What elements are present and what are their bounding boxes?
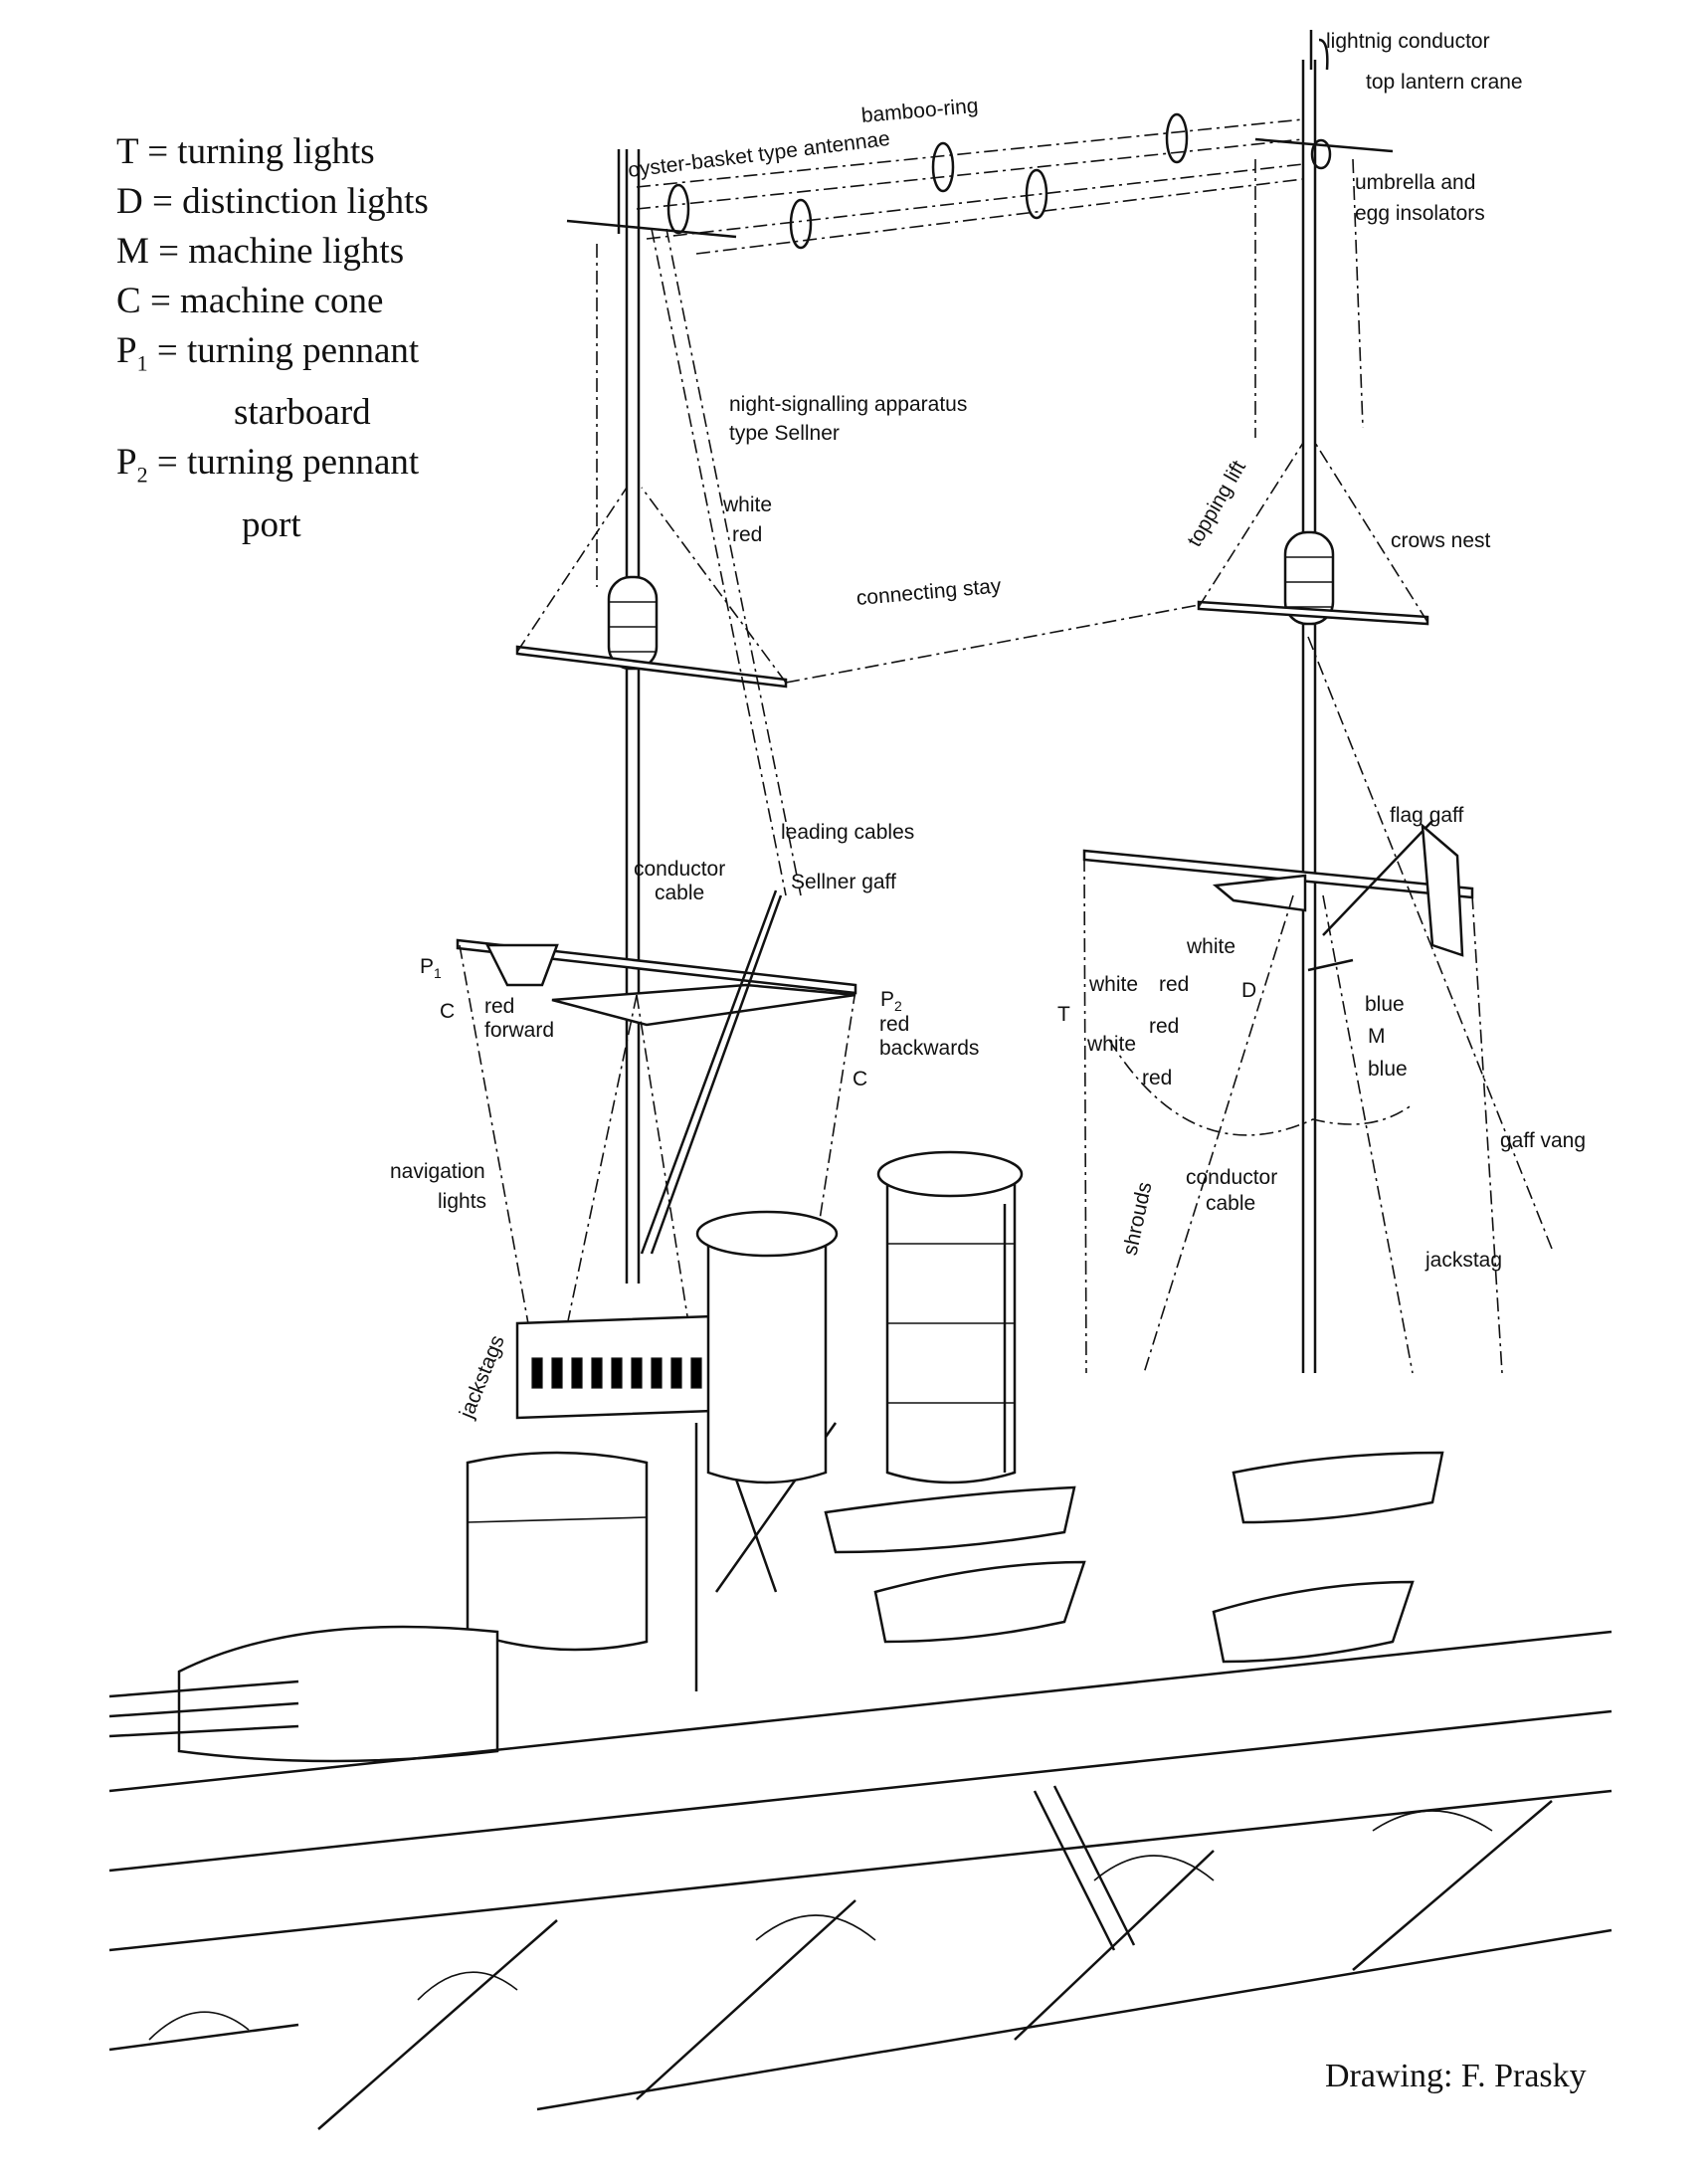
label-red-fore: red (732, 523, 763, 546)
legend-item-c: C = machine cone (116, 281, 384, 321)
label-conductor-cable-aft-2: cable (1206, 1192, 1256, 1215)
legend-item-t: T = turning lights (116, 131, 375, 172)
label-p1: P1 (420, 955, 442, 982)
label-conductor-cable-fore-2: cable (655, 882, 705, 904)
label-d: D (1241, 979, 1257, 1002)
legend-item-p2: P2 = turning pennant (116, 442, 420, 488)
label-red-backwards-1: red (879, 1013, 910, 1036)
label-t-red-1: red (1159, 973, 1190, 996)
legend: T = turning lights D = distinction light… (116, 127, 429, 550)
label-sellner-gaff: Sellner gaff (791, 871, 896, 893)
legend-item-p2-cont: port (242, 503, 301, 545)
label-t-white-1: white (1089, 973, 1139, 996)
turret (108, 1625, 499, 1763)
antennae (636, 112, 1332, 255)
label-red-forward-2: forward (484, 1019, 555, 1042)
label-t-red-2: red (1149, 1015, 1180, 1038)
label-navigation-lights-2: lights (438, 1190, 487, 1213)
label-umbrella-2: egg insolators (1355, 202, 1485, 225)
drawing-credit: Drawing: F. Prasky (1325, 2058, 1587, 2094)
label-red-forward-1: red (484, 995, 515, 1018)
label-jackstag: jackstag (1425, 1249, 1503, 1272)
legend-item-m: M = machine lights (116, 231, 405, 272)
label-conductor-cable-fore-1: conductor (634, 858, 726, 881)
label-lightning-conductor: lightnig conductor (1326, 30, 1490, 53)
label-t-red-3: red (1142, 1067, 1173, 1089)
label-p2: P2 (880, 988, 902, 1015)
label-crows-nest: crows nest (1391, 529, 1491, 552)
label-navigation-lights-1: navigation (390, 1160, 485, 1183)
boats (824, 1451, 1444, 1664)
label-leading-cables: leading cables (781, 821, 915, 844)
legend-item-p1-cont: starboard (234, 392, 371, 434)
label-c-aft: C (853, 1068, 868, 1090)
label-m-blue-1: blue (1365, 993, 1405, 1016)
label-white-fore: white (723, 494, 773, 516)
hull (108, 1630, 1613, 2130)
label-m-blue-2: blue (1368, 1058, 1408, 1081)
fore-mast (456, 149, 857, 1284)
legend-item-p1: P1 = turning pennant (116, 330, 420, 376)
label-top-lantern-crane: top lantern crane (1366, 71, 1523, 94)
legend-item-d: D = distinction lights (116, 181, 429, 222)
sellner-gaff (640, 889, 783, 1255)
label-night-signalling-2: type Sellner (729, 422, 840, 445)
label-t: T (1057, 1003, 1070, 1026)
label-flag-gaff: flag gaff (1390, 804, 1464, 827)
funnels (695, 1150, 1024, 1484)
label-red-backwards-2: backwards (879, 1037, 980, 1060)
label-white-d: white (1187, 935, 1236, 958)
label-conductor-cable-aft-1: conductor (1186, 1166, 1278, 1189)
label-c-fore: C (440, 1000, 456, 1023)
label-gaff-vang: gaff vang (1500, 1129, 1587, 1152)
label-t-white-2: white (1087, 1033, 1137, 1056)
label-m: M (1368, 1025, 1386, 1048)
main-mast (1082, 30, 1474, 1373)
label-umbrella-1: umbrella and (1355, 171, 1476, 194)
label-night-signalling-1: night-signalling apparatus (729, 393, 968, 416)
